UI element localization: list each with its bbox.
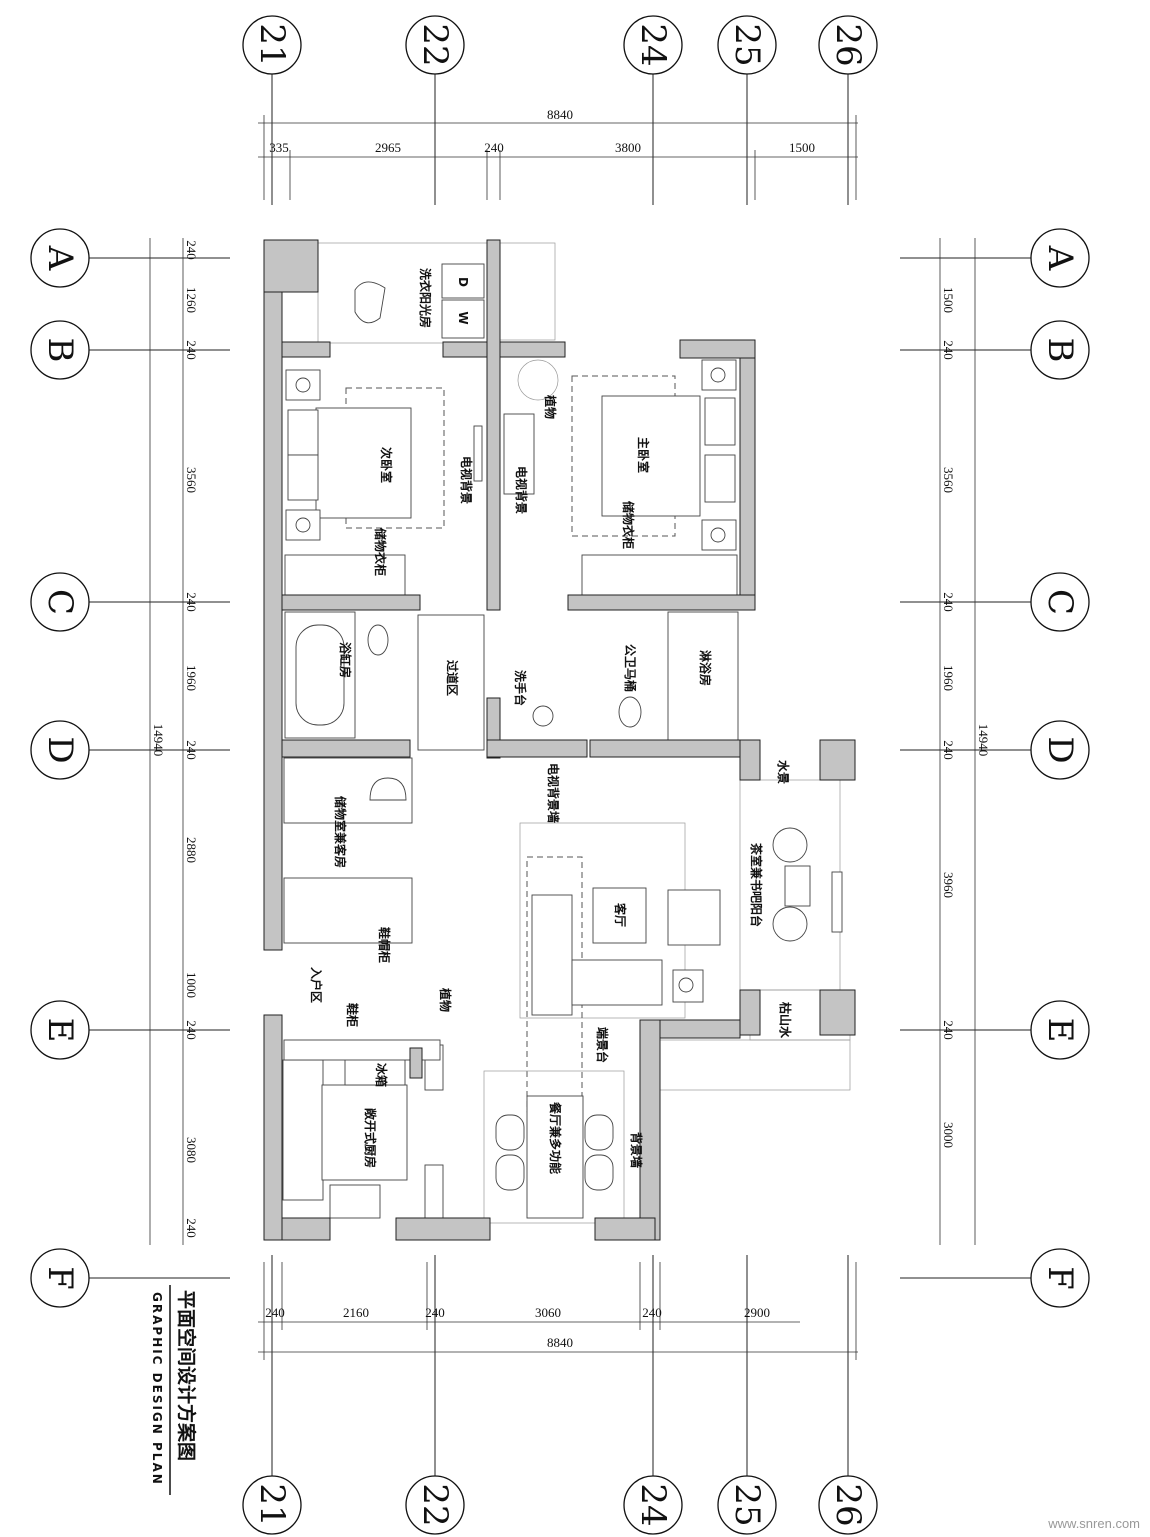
label-wardrobe: 储物衣柜 [621, 501, 636, 549]
dim-bottom-total: 8840 [547, 1335, 573, 1350]
dim-top: 335 [269, 140, 289, 155]
axis-label-a: A [40, 245, 80, 271]
label-storage-guest-room: 储物室兼客房 [333, 796, 348, 868]
dim-right: 3960 [941, 872, 956, 898]
axis-label-22-bottom: 22 [415, 1483, 455, 1526]
label-open-kitchen: 敞开式厨房 [363, 1108, 378, 1168]
washer-d-label: D [456, 277, 470, 287]
dim-right: 1500 [941, 287, 956, 313]
dim-top: 1500 [789, 140, 815, 155]
axis-label-f: F [40, 1266, 80, 1290]
label-dining: 餐厅兼多功能 [548, 1102, 563, 1174]
axis-label-f-right: F [1040, 1266, 1080, 1290]
dim-right: 240 [941, 1020, 956, 1040]
dim-right: 3000 [941, 1122, 956, 1148]
dimension-lines [149, 115, 976, 1360]
label-master-bedroom: 主卧室 [636, 437, 651, 473]
label-laundry-sunroom: 洗衣阳光房 [418, 268, 433, 328]
label-tv-wall: 电视背景 [514, 466, 529, 514]
dim-bottom: 2160 [343, 1305, 369, 1320]
dim-right: 240 [941, 592, 956, 612]
dim-top-total: 8840 [547, 107, 573, 122]
label-plant: 植物 [543, 394, 558, 419]
dim-left: 2880 [184, 837, 199, 863]
dim-left: 1960 [184, 665, 199, 691]
label-bathtub-room: 浴缸房 [338, 642, 353, 678]
walls [263, 239, 856, 1241]
label-living-room: 客厅 [613, 902, 628, 927]
label-second-bedroom: 次卧室 [379, 447, 394, 483]
axis-label-e: E [40, 1018, 80, 1043]
label-tea-balcony: 茶室兼书吧阳台 [749, 842, 764, 927]
dim-bottom: 3060 [535, 1305, 561, 1320]
label-corridor: 过道区 [445, 660, 460, 696]
dim-top: 3800 [615, 140, 641, 155]
label-console: 端景台 [595, 1027, 610, 1063]
label-shower-room: 淋浴房 [698, 650, 713, 686]
axis-label-26: 26 [828, 23, 868, 66]
axis-label-24-bottom: 24 [633, 1483, 673, 1526]
watermark: www.snren.com [1047, 1516, 1140, 1531]
dim-left: 240 [184, 1020, 199, 1040]
axis-label-d: D [40, 736, 80, 763]
label-tv-wall: 电视背景 [459, 456, 474, 504]
label-tv-feature-wall: 电视背景墙 [546, 763, 561, 823]
axis-label-c: C [40, 589, 80, 615]
dim-bottom: 240 [265, 1305, 285, 1320]
label-water-feature: 水景 [776, 760, 791, 784]
axis-label-b: B [40, 338, 80, 363]
dim-left: 3080 [184, 1137, 199, 1163]
axis-label-a-right: A [1040, 245, 1080, 271]
axis-label-25-bottom: 25 [727, 1483, 767, 1526]
axis-label-25: 25 [727, 23, 767, 66]
axis-label-21-bottom: 21 [252, 1483, 292, 1526]
dim-left: 240 [184, 240, 199, 260]
dim-left: 240 [184, 340, 199, 360]
furniture [282, 242, 851, 1224]
label-fridge: 冰箱 [374, 1063, 389, 1087]
label-public-toilet: 公卫马桶 [623, 644, 638, 692]
plan-title: 平面空间设计方案图 [175, 1290, 198, 1461]
dim-left: 240 [184, 1218, 199, 1238]
axis-label-24: 24 [633, 23, 673, 66]
dim-left: 240 [184, 740, 199, 760]
dim-left: 1000 [184, 972, 199, 998]
dim-left: 1260 [184, 287, 199, 313]
dim-right-total: 14940 [976, 724, 991, 757]
dim-top: 240 [484, 140, 504, 155]
label-shoe-cabinet: 鞋柜 [345, 1003, 360, 1027]
washer-w-label: W [456, 311, 470, 324]
label-dry-garden: 枯山水 [778, 1002, 793, 1039]
dim-left-total: 14940 [151, 724, 166, 757]
axis-label-e-right: E [1040, 1018, 1080, 1043]
label-entrance: 入户区 [309, 967, 324, 1003]
label-plant: 植物 [438, 987, 453, 1012]
dim-left: 240 [184, 592, 199, 612]
dim-top: 2965 [375, 140, 401, 155]
dim-right: 1960 [941, 665, 956, 691]
label-wash-basin: 洗手台 [513, 670, 528, 706]
plan-subtitle: GRAPHIC DESIGN PLAN [150, 1292, 164, 1486]
axis-label-d-right: D [1040, 736, 1080, 763]
axis-label-21: 21 [252, 23, 292, 66]
dim-right: 3560 [941, 467, 956, 493]
label-feature-wall: 背景墙 [629, 1132, 644, 1168]
axis-label-26-bottom: 26 [828, 1483, 868, 1526]
grid-lines [88, 73, 1032, 1477]
dim-right: 240 [941, 340, 956, 360]
dim-bottom: 240 [425, 1305, 445, 1320]
label-wardrobe: 储物衣柜 [373, 528, 388, 576]
label-shoe-hat-cabinet: 鞋帽柜 [377, 927, 392, 963]
dim-left: 3560 [184, 467, 199, 493]
axis-bubbles [30, 15, 1090, 1535]
dim-bottom: 240 [642, 1305, 662, 1320]
axis-label-b-right: B [1040, 338, 1080, 363]
axis-label-22: 22 [415, 23, 455, 66]
dim-right: 240 [941, 740, 956, 760]
axis-label-c-right: C [1040, 589, 1080, 615]
dim-bottom: 2900 [744, 1305, 770, 1320]
